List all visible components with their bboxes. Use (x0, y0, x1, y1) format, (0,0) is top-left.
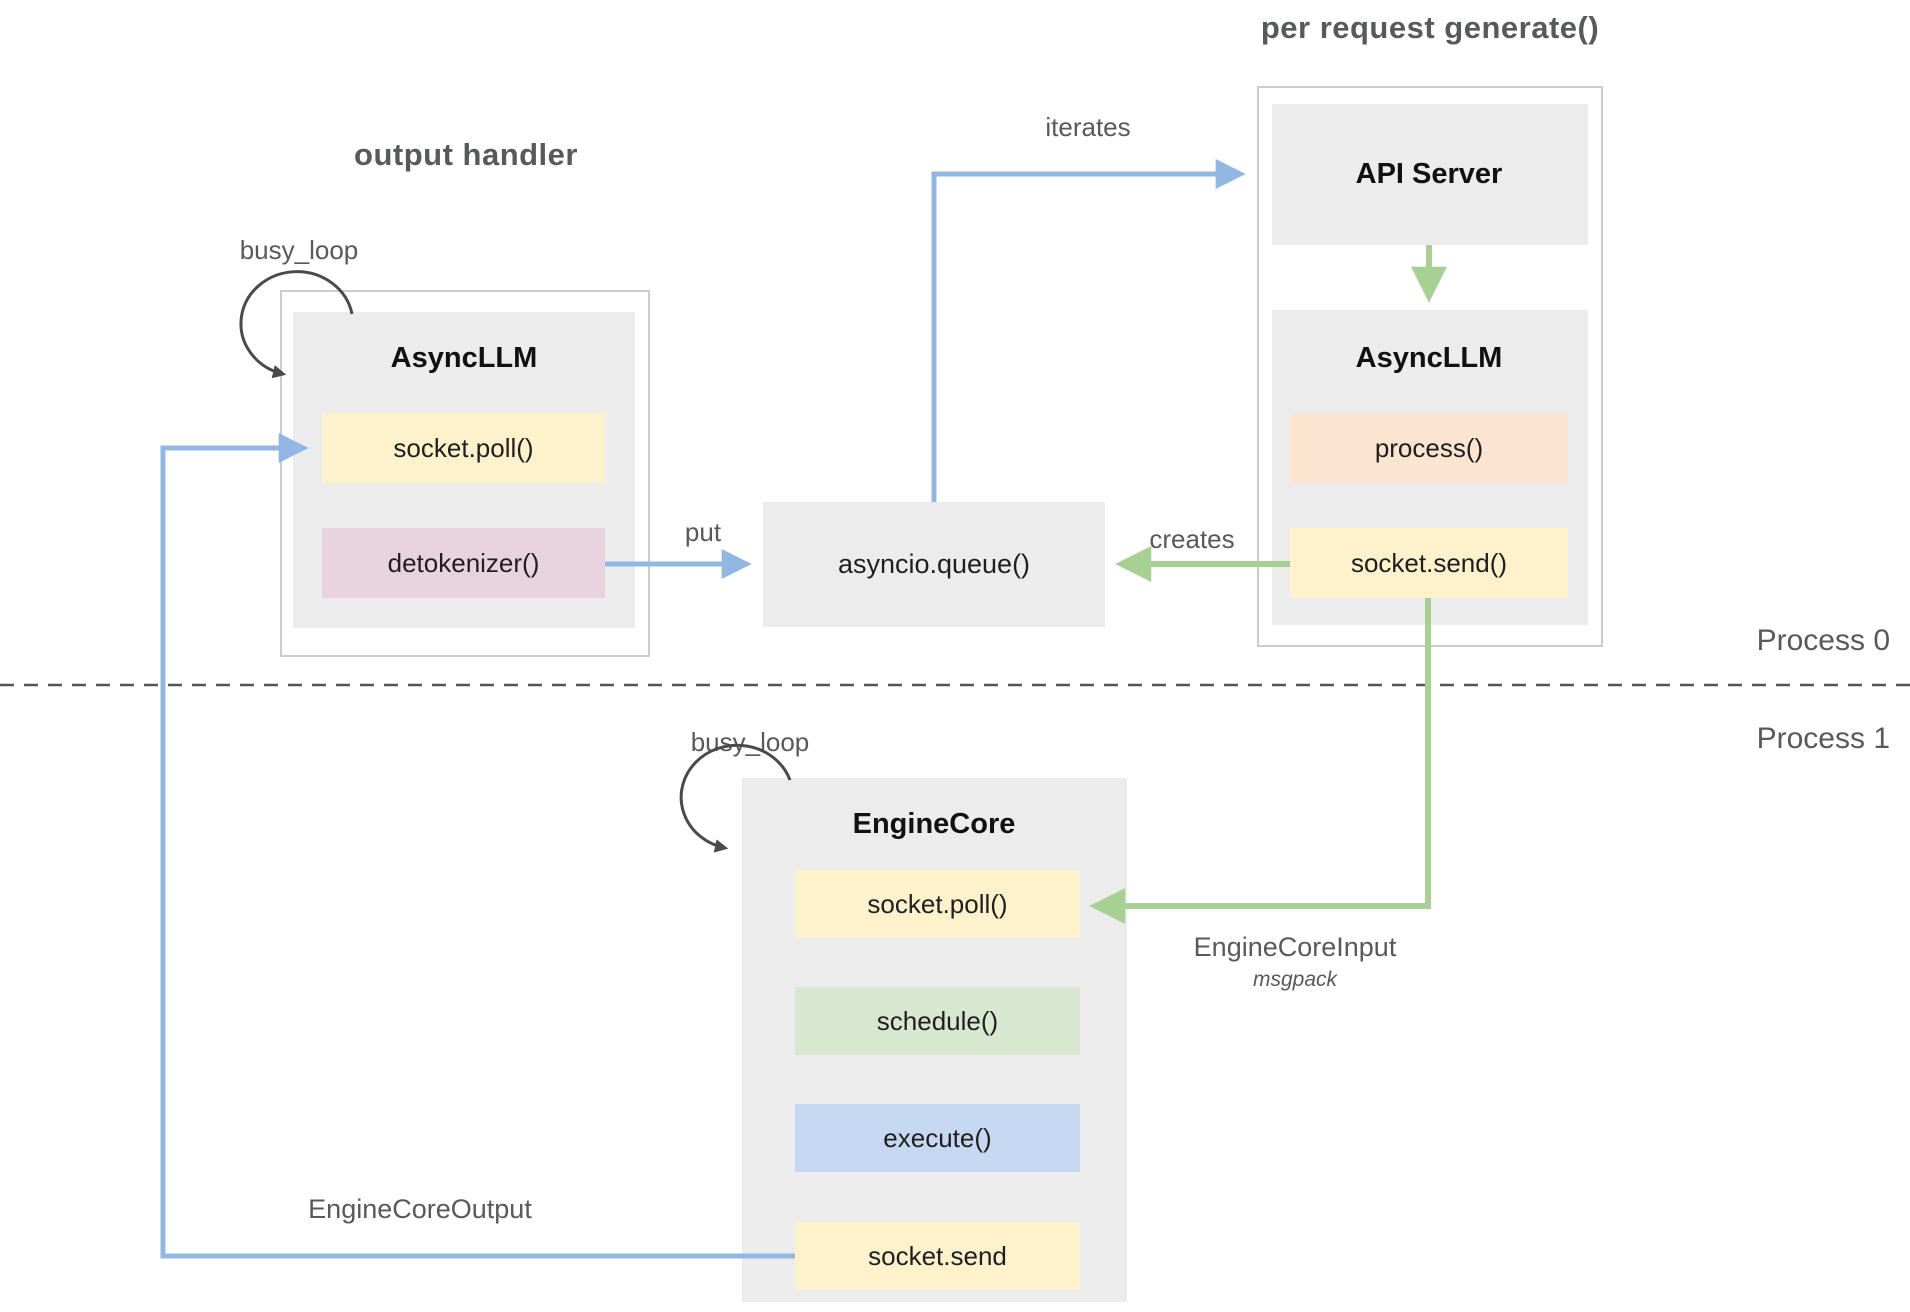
engine-core-input-label: EngineCoreInput (1193, 932, 1397, 962)
detokenizer-chip: detokenizer() (322, 528, 605, 598)
schedule-chip: schedule() (795, 987, 1080, 1055)
asyncllm-right-title: AsyncLLM (1355, 342, 1503, 374)
busy-loop-label-engine-core: busy_loop (690, 727, 810, 757)
output-handler-section-title: output handler (354, 137, 578, 172)
asyncio-queue-box: asyncio.queue() (763, 502, 1105, 627)
iterates-edge-label: iterates (1045, 112, 1131, 142)
process-0-label: Process 0 (1756, 624, 1890, 657)
socket-send-chip-right: socket.send() (1290, 528, 1568, 598)
execute-chip: execute() (795, 1104, 1080, 1172)
busy-loop-label-output-handler: busy_loop (239, 235, 359, 265)
process-1-label: Process 1 (1756, 722, 1890, 755)
process-chip: process() (1290, 413, 1568, 483)
put-edge-label: put (684, 517, 722, 547)
api-server-box (1272, 104, 1588, 245)
iterates-arrow (931, 159, 1246, 502)
creates-edge-label: creates (1149, 524, 1235, 554)
per-request-generate-section-title: per request generate() (1260, 10, 1600, 45)
api-server-title: API Server (1355, 158, 1503, 190)
socket-send-chip-engine: socket.send (795, 1222, 1080, 1290)
asyncllm-left-title: AsyncLLM (390, 342, 538, 374)
engine-core-title: EngineCore (852, 808, 1016, 840)
socket-poll-chip-left: socket.poll() (322, 413, 605, 483)
engine-core-output-label: EngineCoreOutput (308, 1194, 532, 1224)
msgpack-label: msgpack (1252, 968, 1338, 991)
socket-poll-chip-engine: socket.poll() (795, 870, 1080, 938)
